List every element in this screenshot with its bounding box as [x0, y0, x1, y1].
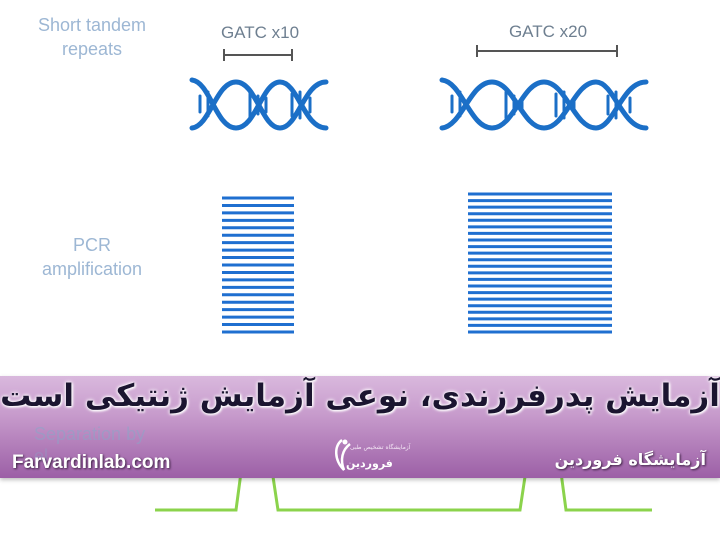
lab-logo-icon: [335, 439, 351, 471]
label-separation: Separation by el...: [34, 423, 145, 467]
logo-subtitle: آزمایشگاه تشخیص طبی: [350, 444, 411, 451]
repeat-scale-left: [223, 49, 293, 61]
label-separation-line2: el...: [34, 446, 64, 466]
title-banner: [0, 376, 720, 478]
label-str-line1: Short tandem: [37, 15, 147, 35]
pcr-bars-long: [468, 192, 612, 334]
dna-helix-short: [189, 77, 329, 131]
repeat-count-long: GATC x20: [508, 22, 588, 41]
label-pcr-line2: amplification: [41, 259, 143, 279]
label-short-tandem-repeats: Short tandem repeats: [22, 13, 162, 61]
lab-name: آزمایشگاه فروردین: [554, 450, 706, 469]
label-separation-line1: Separation by: [34, 424, 146, 444]
logo-text: فروردین: [346, 457, 393, 470]
website-link[interactable]: Farvardinlab.com: [12, 452, 171, 473]
banner-title: آزمایش پدرفرزندی، نوعی آزمایش ژنتیکی است: [0, 378, 720, 414]
label-str-line2: repeats: [61, 39, 123, 59]
repeat-count-short: GATC x10: [220, 23, 300, 42]
label-pcr-amplification: PCR amplification: [22, 233, 162, 281]
pcr-bars-short: [222, 196, 294, 334]
repeat-scale-right: [476, 45, 618, 57]
dna-helix-long: [439, 77, 649, 131]
label-pcr-line1: PCR: [72, 235, 111, 255]
